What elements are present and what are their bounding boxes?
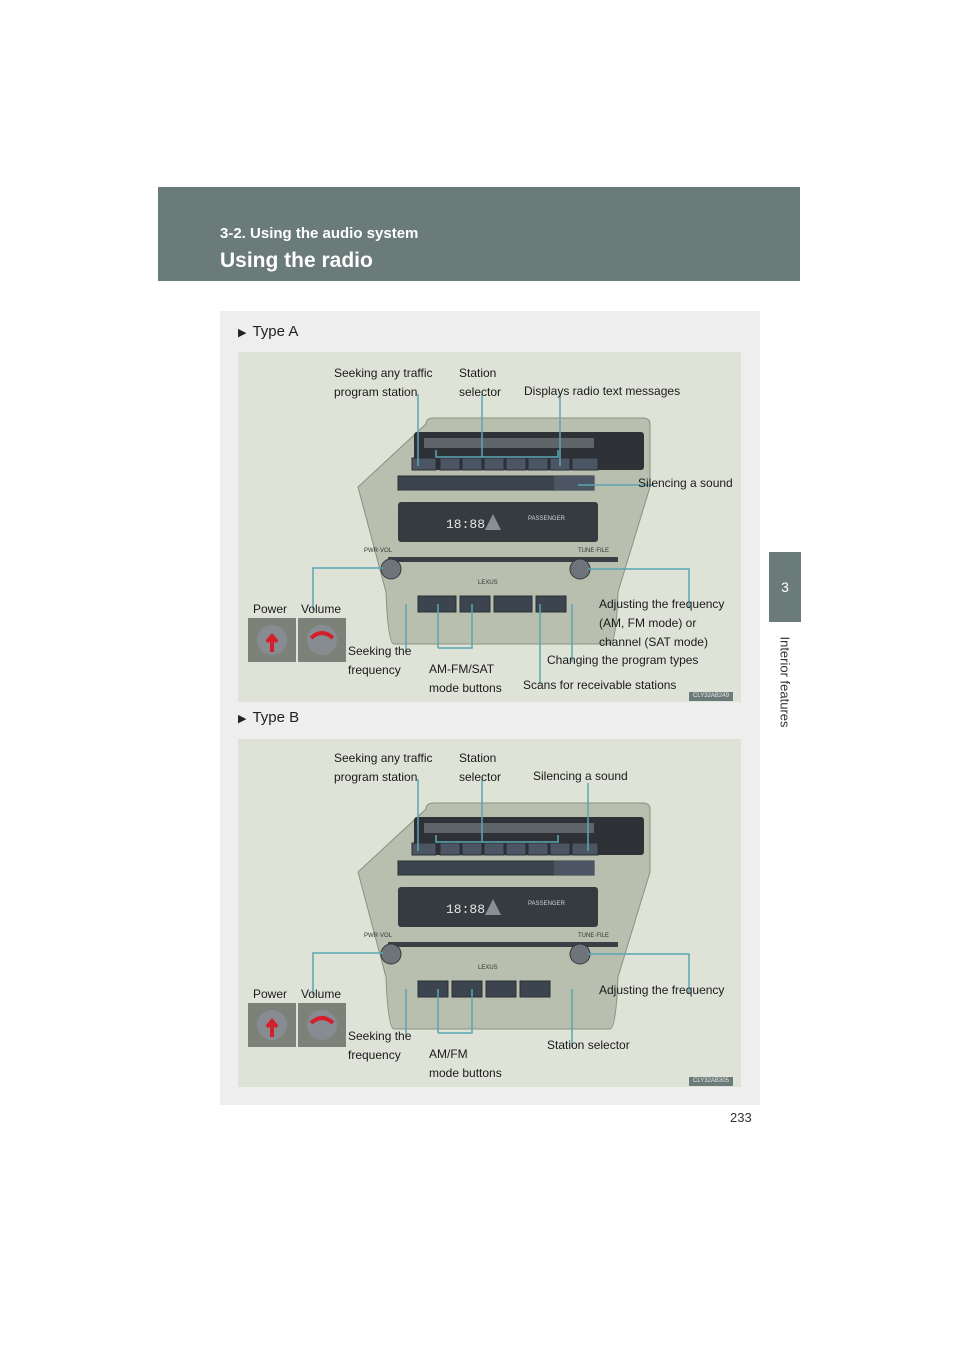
label-program-types: Changing the program types [547, 653, 699, 667]
figure-code: CLY32AB249 [689, 692, 733, 701]
svg-text:18:88: 18:88 [446, 902, 485, 917]
figure-code: CLY32AB305 [689, 1077, 733, 1086]
content-panel: ▶Type A 18:88 [220, 311, 760, 1105]
svg-text:TUNE·FILE: TUNE·FILE [578, 548, 609, 554]
svg-text:18:88: 18:88 [446, 517, 485, 532]
label-volume: Volume [301, 987, 342, 1001]
type-b-heading: ▶Type B [238, 709, 300, 726]
svg-text:TUNE·FILE: TUNE·FILE [578, 933, 609, 939]
page-header: 3-2. Using the audio system Using the ra… [158, 187, 800, 281]
label-mute: Silencing a sound [638, 476, 733, 490]
label-power: Power [253, 987, 288, 1001]
label-power: Power [253, 602, 288, 616]
type-a-figure: 18:88 PASSENGER PWR·VOL TUNE·FILE LEXUS [238, 352, 741, 702]
svg-text:PWR·VOL: PWR·VOL [364, 933, 393, 939]
type-a-diagram: 18:88 PASSENGER PWR·VOL TUNE·FILE LEXUS [248, 394, 690, 684]
section-title: 3-2. Using the audio system [220, 225, 419, 242]
type-b-diagram: 18:88 PASSENGER PWR·VOL TUNE·FILE LEXUS [248, 779, 690, 1047]
svg-text:PWR·VOL: PWR·VOL [364, 548, 393, 554]
page-number: 233 [730, 1110, 752, 1125]
svg-text:LEXUS: LEXUS [478, 965, 498, 971]
type-a-heading: ▶Type A [238, 323, 299, 340]
svg-text:LEXUS: LEXUS [478, 580, 498, 586]
label-volume: Volume [301, 602, 342, 616]
label-adjust: Adjusting the frequency [599, 983, 725, 997]
label-station-selector2: Station selector [547, 1038, 630, 1052]
chapter-label: Interior features [777, 636, 793, 728]
triangle-right-icon: ▶ [238, 327, 247, 339]
label-mute: Silencing a sound [533, 769, 628, 783]
svg-text:PASSENGER: PASSENGER [528, 516, 566, 522]
label-text: Displays radio text messages [524, 384, 681, 398]
label-scan: Scans for receivable stations [523, 678, 677, 692]
svg-text:PASSENGER: PASSENGER [528, 901, 566, 907]
triangle-right-icon: ▶ [238, 713, 247, 725]
chapter-tab[interactable]: 3 [769, 552, 801, 622]
page-title: Using the radio [220, 249, 373, 272]
type-b-figure: 18:88 PASSENGER PWR·VOL TUNE·FILE LEXUS [238, 739, 741, 1087]
